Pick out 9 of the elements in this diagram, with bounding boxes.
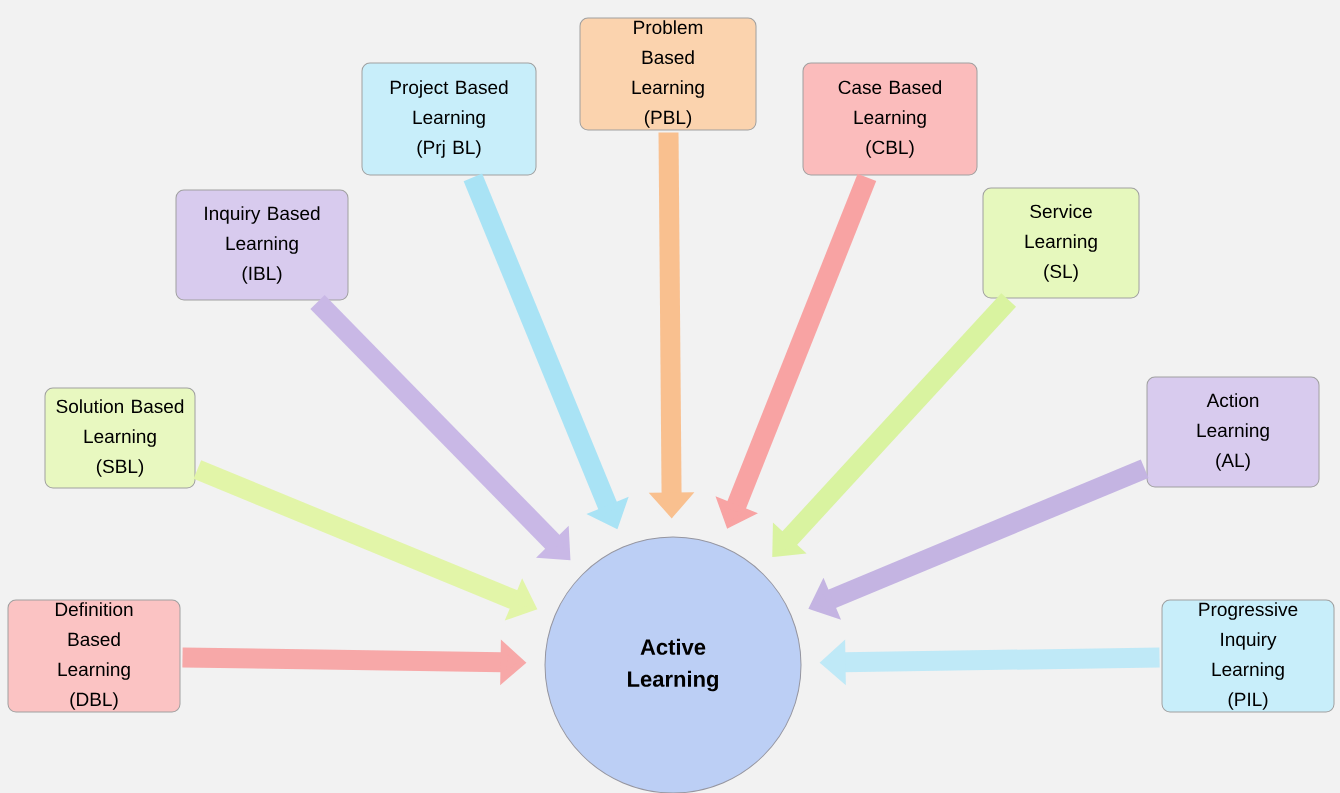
method-box: Definition Based Learning (DBL)	[7, 599, 181, 713]
method-box: Project Based Learning (Prj BL)	[361, 62, 537, 176]
method-box: Action Learning (AL)	[1146, 376, 1320, 488]
method-box: Problem Based Learning (PBL)	[579, 17, 757, 131]
method-box: Service Learning (SL)	[982, 187, 1140, 299]
method-box: Solution Based Learning (SBL)	[44, 387, 196, 489]
method-box: Progressive Inquiry Learning (PIL)	[1161, 599, 1335, 713]
method-box: Inquiry Based Learning (IBL)	[175, 189, 349, 301]
method-box: Case Based Learning (CBL)	[802, 62, 978, 176]
